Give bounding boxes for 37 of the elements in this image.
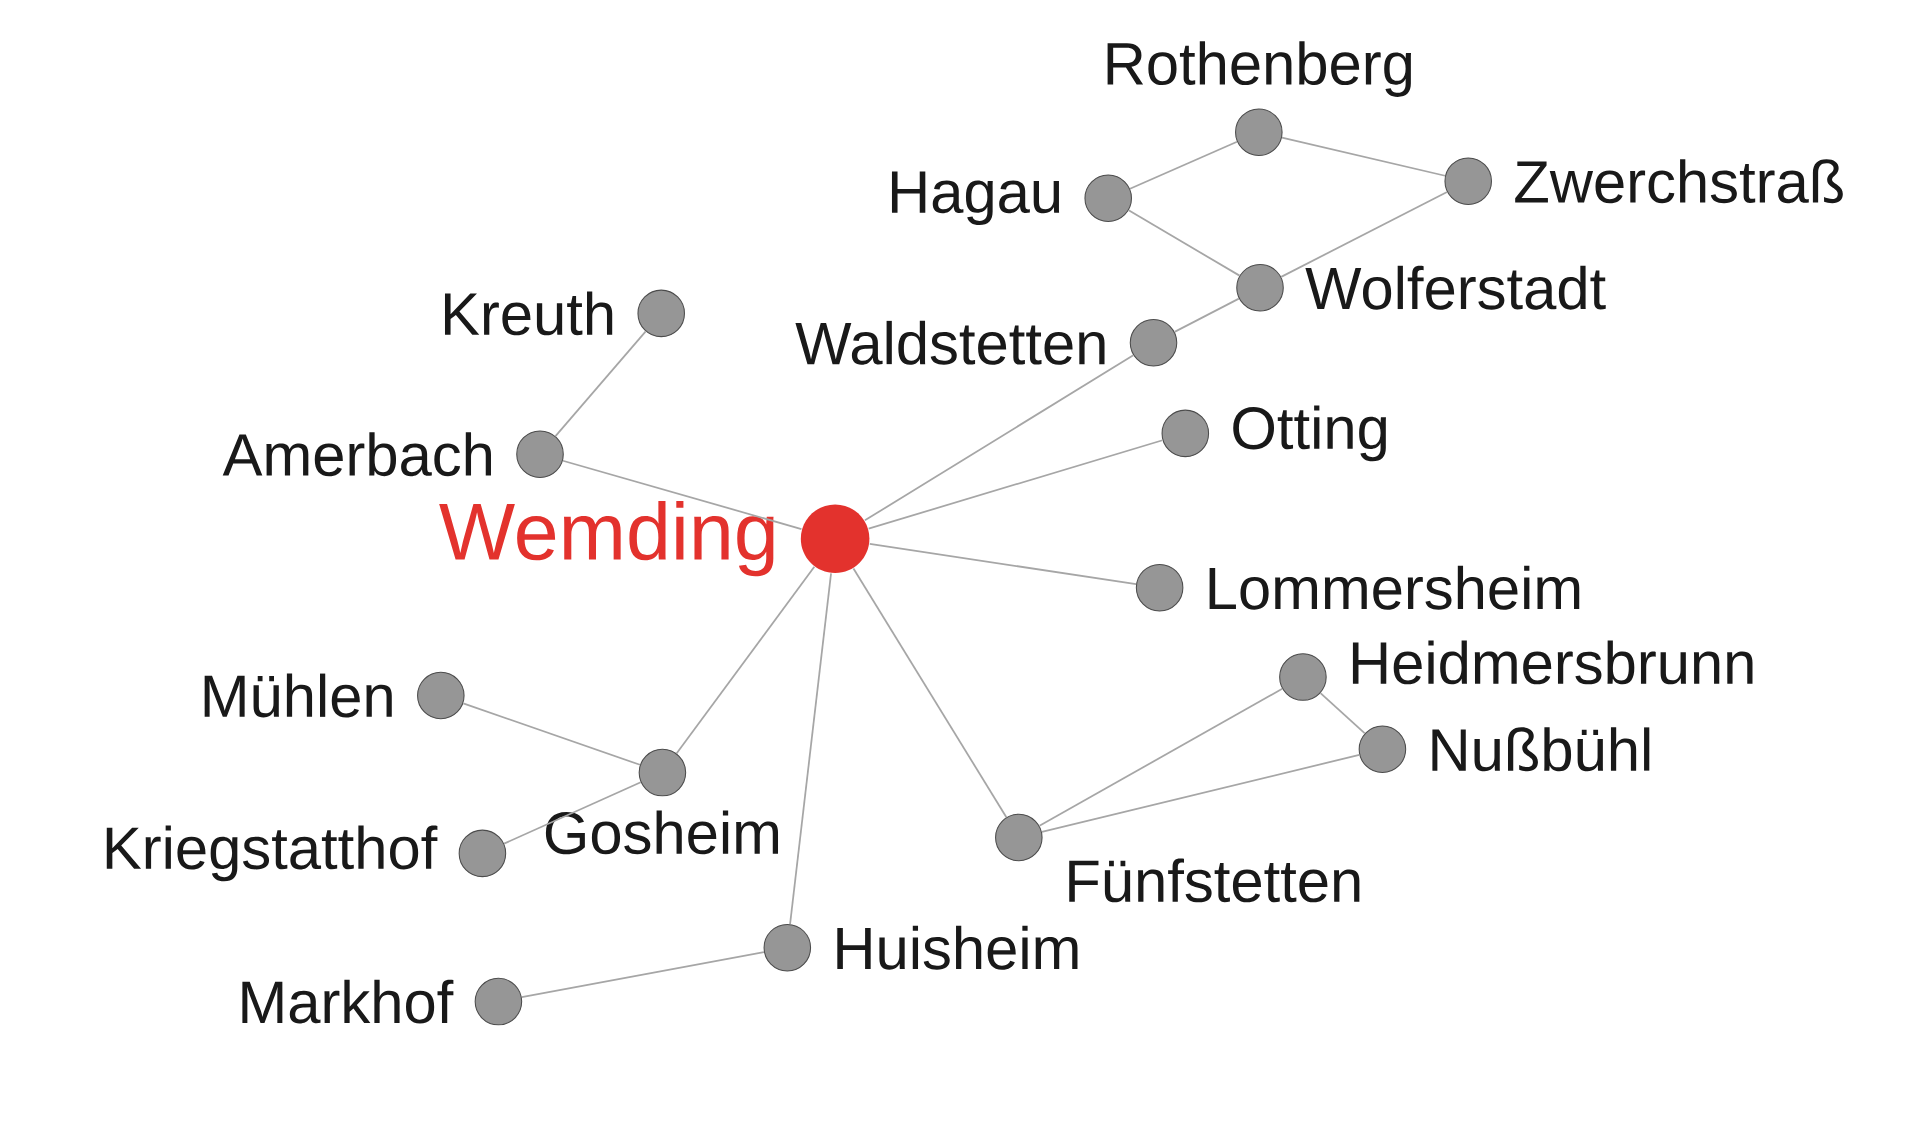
place-label: Mühlen	[204, 673, 392, 718]
place-label: Kreuth	[445, 291, 613, 336]
road-line	[520, 951, 765, 998]
road-line	[675, 565, 816, 755]
place-label: Waldstetten	[795, 320, 1105, 365]
place-label: Otting	[1233, 405, 1386, 462]
place-label: Gosheim	[545, 810, 778, 855]
place-label: Huisheim	[837, 925, 1078, 970]
road-line	[1280, 190, 1448, 278]
road-line	[868, 542, 1137, 585]
road-line	[1281, 136, 1446, 177]
road-line	[867, 439, 1164, 530]
place-label: Markhof	[242, 979, 454, 1024]
road-line	[864, 354, 1135, 522]
place-label: Hagau	[891, 171, 1060, 225]
road-line	[852, 567, 1008, 818]
place-label: Amerbach	[222, 432, 491, 476]
road-line	[1041, 753, 1361, 833]
place-label: Wemding	[439, 500, 774, 577]
road-line	[789, 572, 832, 925]
place-label: Lommersheim	[1209, 565, 1580, 610]
road-line	[503, 781, 642, 845]
road-line	[462, 702, 641, 766]
road-line	[1319, 692, 1366, 734]
place-label: Nußbühl	[1432, 727, 1650, 772]
place-label: Heidmersbrunn	[1352, 640, 1753, 685]
road-line	[1129, 140, 1238, 190]
place-label: Wolferstadt	[1305, 265, 1606, 310]
road-line	[1127, 209, 1241, 277]
road-line	[562, 459, 803, 530]
place-label: Zwerchstraß	[1515, 159, 1843, 203]
place-label: Fünfstetten	[1069, 858, 1360, 903]
place-label: Kriegstatthof	[106, 825, 438, 882]
road-line	[554, 330, 647, 437]
road-line	[1173, 297, 1240, 333]
place-label: Rothenberg	[1107, 41, 1412, 97]
road-line	[1038, 687, 1284, 827]
